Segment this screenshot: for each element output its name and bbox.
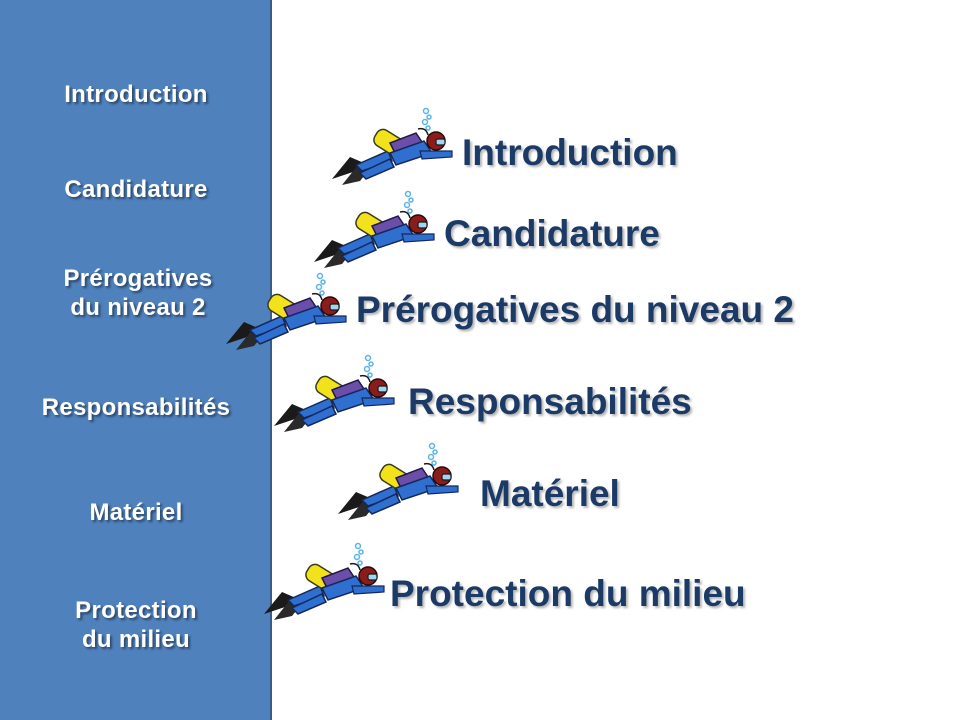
sidebar-item-protection[interactable]: Protection du milieu	[0, 596, 272, 654]
main-item-protection[interactable]: Protection du milieu	[262, 540, 762, 621]
main-item-label: Introduction	[462, 132, 678, 173]
sidebar-item-label: Responsabilités	[41, 394, 231, 421]
sidebar-item-label: Matériel	[89, 499, 183, 526]
scuba-diver-icon	[337, 442, 459, 521]
main-item-candidature[interactable]: Candidature	[312, 188, 672, 269]
sidebar-item-prerogatives[interactable]: Prérogatives du niveau 2	[2, 264, 274, 322]
sidebar-nav: Introduction Candidature Prérogatives du…	[0, 0, 272, 720]
scuba-diver-icon	[331, 107, 453, 186]
scuba-diver-icon	[263, 542, 385, 621]
main-item-introduction[interactable]: Introduction	[330, 105, 710, 186]
main-item-label: Prérogatives du niveau 2	[356, 289, 795, 330]
sidebar-item-candidature[interactable]: Candidature	[0, 175, 272, 204]
sidebar-item-label: Protection du milieu	[75, 597, 197, 653]
sidebar-item-responsabilites[interactable]: Responsabilités	[0, 393, 272, 422]
sidebar-item-label: Prérogatives du niveau 2	[63, 265, 213, 321]
main-item-label: Candidature	[444, 213, 660, 254]
scuba-diver-icon	[313, 190, 435, 269]
sidebar-item-introduction[interactable]: Introduction	[0, 80, 272, 109]
sidebar-item-label: Introduction	[64, 81, 208, 108]
scuba-diver-icon	[273, 354, 395, 433]
main-item-label: Protection du milieu	[390, 573, 746, 614]
sidebar-item-materiel[interactable]: Matériel	[0, 498, 272, 527]
main-item-prerogatives[interactable]: Prérogatives du niveau 2	[224, 270, 804, 351]
main-item-materiel[interactable]: Matériel	[336, 440, 656, 521]
main-item-responsabilites[interactable]: Responsabilités	[272, 352, 702, 433]
main-item-label: Matériel	[480, 473, 620, 514]
main-item-label: Responsabilités	[408, 381, 692, 422]
sidebar-item-label: Candidature	[64, 176, 208, 203]
scuba-diver-icon	[225, 272, 347, 351]
